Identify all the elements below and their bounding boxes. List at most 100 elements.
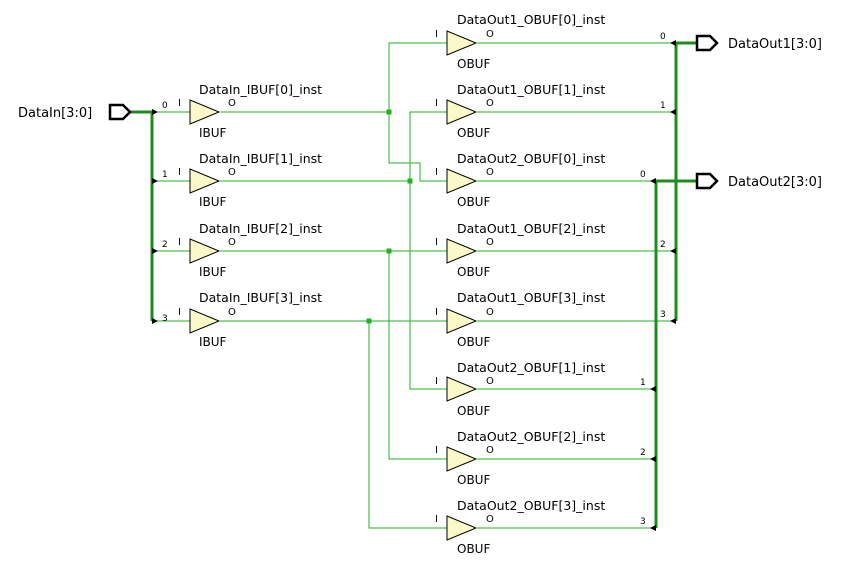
obuf-cell-out2-3[interactable]: DataOut2_OBUF[3]_inst I O OBUF	[435, 498, 605, 556]
net-bit3[interactable]	[230, 320, 447, 529]
obuf-cell-out1-1[interactable]: DataOut1_OBUF[1]_inst I O OBUF	[435, 82, 605, 140]
pin-label-input: I	[435, 514, 438, 525]
dataout1-port-label: DataOut1[3:0]	[728, 37, 822, 52]
net-bit1[interactable]	[230, 111, 447, 390]
in-arrow-0	[152, 109, 158, 115]
dataout2-port-label: DataOut2[3:0]	[728, 175, 822, 190]
pin-label-output: O	[486, 167, 494, 178]
in-bit-label: 1	[162, 170, 168, 180]
cell-type: OBUF	[457, 57, 490, 71]
buffer-triangle-icon[interactable]	[189, 238, 221, 264]
cell-instance-name: DataOut2_OBUF[1]_inst	[457, 360, 605, 375]
ibuf-cell-3[interactable]: DataIn_IBUF[3]_inst I O IBUF	[178, 290, 322, 349]
out2-bus[interactable]	[654, 179, 697, 528]
ibuf-cell-2[interactable]: DataIn_IBUF[2]_inst I O IBUF	[178, 221, 322, 279]
cell-type: OBUF	[457, 404, 490, 418]
pin-label-input: I	[435, 307, 438, 318]
pin-label-input: I	[435, 167, 438, 178]
input-port-icon[interactable]	[108, 103, 132, 121]
wires	[152, 42, 676, 529]
input-bus[interactable]	[130, 110, 154, 321]
net-bit2[interactable]	[230, 250, 447, 460]
cell-instance-name: DataOut1_OBUF[0]_inst	[457, 12, 605, 27]
cell-type: IBUF	[199, 265, 227, 279]
cell-instance-name: DataIn_IBUF[0]_inst	[199, 82, 322, 97]
port-dataout2[interactable]: DataOut2[3:0]	[695, 172, 822, 190]
buffer-triangle-icon[interactable]	[189, 99, 221, 125]
in-arrow-3	[152, 318, 158, 324]
in-arrow-1	[152, 178, 158, 184]
junction-bit2	[386, 248, 392, 254]
out2-arrow-0	[650, 178, 656, 184]
buffer-triangle-icon[interactable]	[446, 515, 478, 541]
pin-label-output: O	[486, 29, 494, 40]
pin-label-input: I	[178, 237, 181, 248]
buffer-triangle-icon[interactable]	[446, 376, 478, 402]
cell-instance-name: DataOut2_OBUF[2]_inst	[457, 429, 605, 444]
buffer-triangle-icon[interactable]	[446, 99, 478, 125]
buffer-triangle-icon[interactable]	[446, 168, 478, 194]
pin-label-input: I	[435, 445, 438, 456]
obuf-cell-out2-1[interactable]: DataOut2_OBUF[1]_inst I O OBUF	[435, 360, 605, 418]
obuf-cell-out1-2[interactable]: DataOut1_OBUF[2]_inst I O OBUF	[435, 221, 605, 279]
cell-type: OBUF	[457, 126, 490, 140]
out2-arrow-1	[650, 386, 656, 392]
buffer-triangle-icon[interactable]	[446, 446, 478, 472]
ibuf-cell-1[interactable]: DataIn_IBUF[1]_inst I O IBUF	[178, 151, 322, 209]
cell-type: IBUF	[199, 126, 227, 140]
buffer-triangle-icon[interactable]	[446, 30, 478, 56]
out1-bit-label: 2	[660, 240, 666, 250]
buffer-triangle-icon[interactable]	[446, 308, 478, 334]
buffer-triangle-icon[interactable]	[446, 238, 478, 264]
bus-arrows	[152, 40, 676, 531]
in-bit-label: 2	[162, 240, 168, 250]
bus-bit-labels: 0 1 2 3 0 1 2 3 0 1 2 3	[162, 32, 666, 527]
out1-arrow-0	[670, 40, 676, 46]
pin-label-output: O	[228, 98, 236, 109]
net-bit0[interactable]	[230, 42, 447, 182]
obuf-cell-out1-0[interactable]: DataOut1_OBUF[0]_inst I O OBUF	[435, 12, 605, 71]
out2-arrow-2	[650, 456, 656, 462]
out2-arrow-3	[650, 525, 656, 531]
pin-label-output: O	[228, 237, 236, 248]
cell-type: OBUF	[457, 542, 490, 556]
pin-label-output: O	[228, 167, 236, 178]
pin-label-input: I	[435, 376, 438, 387]
pin-label-input: I	[178, 167, 181, 178]
port-datain[interactable]: DataIn[3:0]	[18, 103, 132, 121]
pin-label-output: O	[486, 307, 494, 318]
buffer-triangle-icon[interactable]	[189, 308, 221, 334]
cell-instance-name: DataOut1_OBUF[2]_inst	[457, 221, 605, 236]
cell-type: OBUF	[457, 265, 490, 279]
out2-bit-label: 1	[640, 378, 646, 388]
obuf-cell-out1-3[interactable]: DataOut1_OBUF[3]_inst I O OBUF	[435, 290, 605, 349]
out1-arrow-3	[670, 318, 676, 324]
cell-type: IBUF	[199, 335, 227, 349]
buses	[130, 41, 697, 528]
cell-type: IBUF	[199, 195, 227, 209]
cell-type: OBUF	[457, 195, 490, 209]
cell-instance-name: DataIn_IBUF[2]_inst	[199, 221, 322, 236]
cell-instance-name: DataIn_IBUF[1]_inst	[199, 151, 322, 166]
pin-label-input: I	[435, 237, 438, 248]
port-dataout1[interactable]: DataOut1[3:0]	[695, 34, 822, 52]
obuf-cell-out2-2[interactable]: DataOut2_OBUF[2]_inst I O OBUF	[435, 429, 605, 487]
out2-bit-label: 3	[640, 517, 646, 527]
cell-instance-name: DataOut2_OBUF[3]_inst	[457, 498, 605, 513]
pin-label-output: O	[486, 376, 494, 387]
pin-label-output: O	[228, 307, 236, 318]
junction-bit1	[407, 178, 413, 184]
cell-instance-name: DataIn_IBUF[3]_inst	[199, 290, 322, 305]
cell-type: OBUF	[457, 473, 490, 487]
ibuf-cell-0[interactable]: DataIn_IBUF[0]_inst I O IBUF	[178, 82, 322, 140]
output-port-icon[interactable]	[695, 172, 719, 190]
junctions	[366, 109, 413, 324]
pin-label-input: I	[178, 307, 181, 318]
cell-instance-name: DataOut1_OBUF[3]_inst	[457, 290, 605, 305]
obuf-cell-out2-0[interactable]: DataOut2_OBUF[0]_inst I O OBUF	[435, 151, 605, 209]
pin-label-output: O	[486, 445, 494, 456]
junction-bit0	[386, 109, 392, 115]
junction-bit3	[366, 318, 372, 324]
buffer-triangle-icon[interactable]	[189, 168, 221, 194]
output-port-icon[interactable]	[695, 34, 719, 52]
